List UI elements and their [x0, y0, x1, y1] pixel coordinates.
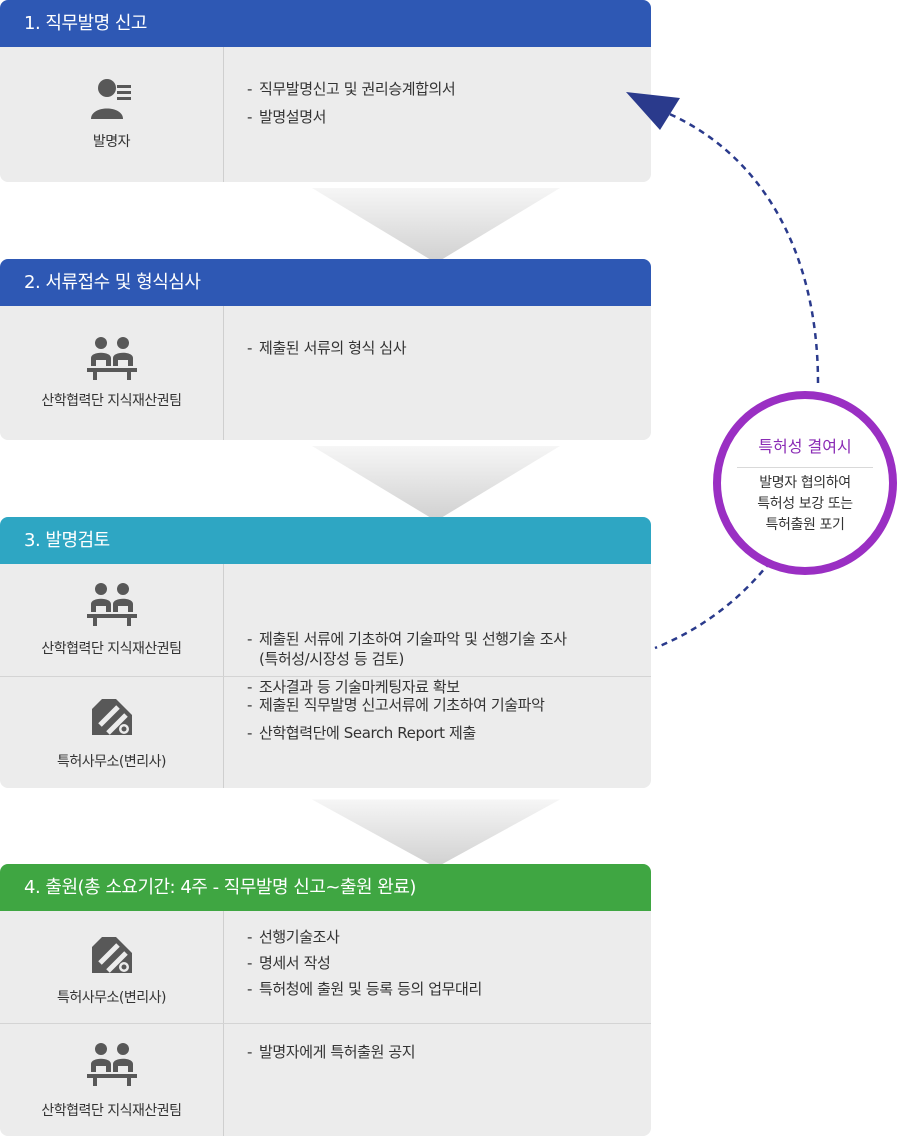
task-item: -제출된 서류의 형식 심사	[247, 339, 407, 357]
down-arrow-icon	[312, 188, 560, 263]
stage-2: 2. 서류접수 및 형식심사 산	[0, 259, 651, 440]
patent-office-icon	[0, 933, 223, 979]
actor-cell: 특허사무소(변리사)	[0, 911, 224, 1023]
team-icon	[0, 336, 223, 382]
task-list: -발명자에게 특허출원 공지	[247, 1042, 639, 1070]
stage-2-title: 2. 서류접수 및 형식심사	[0, 259, 651, 306]
stage-1-row-1: 발명자 -직무발명신고 및 권리승계합의서 -발명설명서	[0, 47, 651, 182]
task-item: -발명설명서	[247, 108, 327, 126]
actor-label: 산학협력단 지식재산권팀	[41, 393, 182, 409]
task-list: -제출된 직무발명 신고서류에 기초하여 기술파악 -산학협력단에 Search…	[247, 695, 639, 751]
actor-label: 특허사무소(변리사)	[57, 990, 166, 1006]
team-icon	[0, 1042, 223, 1088]
actor-cell: 산학협력단 지식재산권팀	[0, 1024, 224, 1136]
task-item: -명세서 작성	[247, 954, 331, 972]
stage-2-body: 산학협력단 지식재산권팀 -제출된 서류의 형식 심사	[0, 306, 651, 440]
task-item: -제출된 직무발명 신고서류에 기초하여 기술파악	[247, 696, 545, 714]
stage-4-title: 4. 출원(총 소요기간: 4주 - 직무발명 신고~출원 완료)	[0, 864, 651, 911]
circle-title: 특허성 결여시	[737, 433, 873, 468]
actor-cell: 산학협력단 지식재산권팀	[0, 564, 224, 676]
task-item: -직무발명신고 및 권리승계합의서	[247, 80, 456, 98]
task-item: -산학협력단에 Search Report 제출	[247, 724, 476, 742]
stage-4: 4. 출원(총 소요기간: 4주 - 직무발명 신고~출원 완료) 특허사무소(…	[0, 864, 651, 1136]
stage-2-row-1: 산학협력단 지식재산권팀 -제출된 서류의 형식 심사	[0, 306, 651, 440]
circle-line: 특허성 보강 또는	[757, 496, 853, 512]
stage-4-body: 특허사무소(변리사) -선행기술조사 -명세서 작성 -특허청에 출원 및 등록…	[0, 911, 651, 1136]
circle-body: 발명자 협의하여 특허성 보강 또는 특허출원 포기	[727, 473, 883, 536]
circle-line: 특허출원 포기	[765, 517, 845, 533]
actor-cell: 발명자	[0, 47, 224, 182]
person-icon	[0, 77, 223, 123]
stage-3: 3. 발명검토 산학협력단 지식	[0, 517, 651, 788]
actor-label: 산학협력단 지식재산권팀	[41, 641, 182, 657]
down-arrow-icon	[312, 446, 560, 521]
patent-office-icon	[0, 695, 223, 741]
task-item: -발명자에게 특허출원 공지	[247, 1043, 416, 1061]
actor-label: 산학협력단 지식재산권팀	[41, 1103, 182, 1119]
stage-3-body: 산학협력단 지식재산권팀 -제출된 서류에 기초하여 기술파악 및 선행기술 조…	[0, 564, 651, 788]
stage-1-title: 1. 직무발명 신고	[0, 0, 651, 47]
stage-1-body: 발명자 -직무발명신고 및 권리승계합의서 -발명설명서	[0, 47, 651, 182]
task-item: -제출된 서류에 기초하여 기술파악 및 선행기술 조사(특허성/시장성 등 검…	[247, 630, 567, 668]
feedback-dashed-line	[659, 108, 820, 384]
actor-cell: 특허사무소(변리사)	[0, 677, 224, 788]
task-list: -제출된 서류에 기초하여 기술파악 및 선행기술 조사(특허성/시장성 등 검…	[247, 629, 639, 705]
task-item: -선행기술조사	[247, 928, 340, 946]
stage-3-row-1: 산학협력단 지식재산권팀 -제출된 서류에 기초하여 기술파악 및 선행기술 조…	[0, 564, 651, 696]
down-arrow-icon	[312, 799, 560, 868]
actor-label: 발명자	[92, 134, 131, 150]
stage-4-row-1: 특허사무소(변리사) -선행기술조사 -명세서 작성 -특허청에 출원 및 등록…	[0, 911, 651, 1023]
stage-1: 1. 직무발명 신고 발명자 -직무	[0, 0, 651, 182]
task-item: -조사결과 등 기술마케팅자료 확보	[247, 678, 460, 696]
actor-cell: 산학협력단 지식재산권팀	[0, 306, 224, 440]
task-list: -선행기술조사 -명세서 작성 -특허청에 출원 및 등록 등의 업무대리	[247, 927, 639, 1005]
patentability-failure-circle: 특허성 결여시 발명자 협의하여 특허성 보강 또는 특허출원 포기	[713, 391, 897, 575]
stage-3-row-2: 특허사무소(변리사) -제출된 직무발명 신고서류에 기초하여 기술파악 -산학…	[0, 676, 651, 788]
task-item: -특허청에 출원 및 등록 등의 업무대리	[247, 980, 482, 998]
task-list: -직무발명신고 및 권리승계합의서 -발명설명서	[247, 79, 639, 135]
team-icon	[0, 582, 223, 628]
stage-3-title: 3. 발명검토	[0, 517, 651, 564]
stage-4-row-2: 산학협력단 지식재산권팀 -발명자에게 특허출원 공지	[0, 1023, 651, 1136]
circle-line: 발명자 협의하여	[759, 475, 851, 491]
task-list: -제출된 서류의 형식 심사	[247, 338, 639, 366]
feedback-dashed-line-lower	[654, 561, 771, 650]
actor-label: 특허사무소(변리사)	[57, 754, 166, 770]
